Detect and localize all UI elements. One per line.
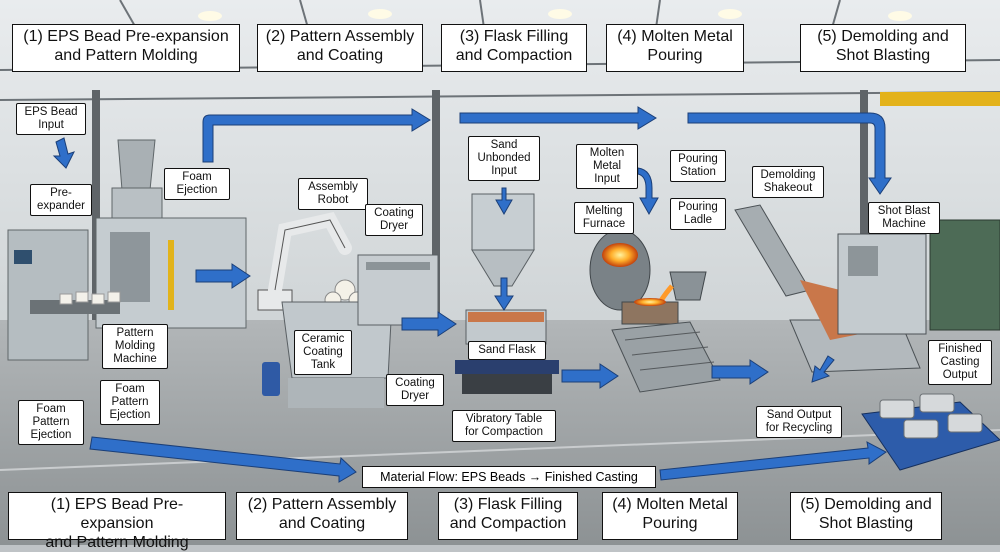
label-sand-flask: Sand Flask — [468, 341, 546, 360]
stage-label-bottom-4: (4) Molten Metal Pouring — [602, 492, 738, 540]
label-pattern-molding-machine: Pattern Molding Machine — [102, 324, 168, 369]
arrow-molding-to-robot — [195, 263, 251, 289]
label-shot-blast-machine: Shot Blast Machine — [868, 202, 940, 234]
arrow-sand-input — [495, 187, 513, 216]
green-machine — [929, 219, 1000, 331]
sand-hopper — [471, 193, 535, 287]
arrow-sand-output — [811, 355, 835, 383]
label-foam-ejection: Foam Ejection — [164, 168, 230, 200]
label-finished-casting-output: Finished Casting Output — [928, 340, 992, 385]
arrow-bottom-left — [89, 436, 357, 483]
arrow-flask-to-pour — [561, 363, 619, 389]
label-sand-output: Sand Output for Recycling — [756, 406, 842, 438]
label-pouring-station: Pouring Station — [670, 150, 726, 182]
melting-furnace-shape — [589, 229, 651, 311]
stage-label-bottom-1: (1) EPS Bead Pre-expansion and Pattern M… — [8, 492, 226, 551]
flow-arrows — [52, 106, 892, 483]
arrow-top-2 — [459, 106, 657, 130]
label-eps-bead-input: EPS Bead Input — [16, 103, 86, 135]
mold-with-molten — [621, 298, 679, 325]
stage-label-top-5: (5) Demolding and Shot Blasting — [800, 24, 966, 72]
arrow-molten-input — [637, 167, 659, 216]
arrow-top-1 — [202, 108, 431, 163]
coating-dryer-shape — [357, 254, 439, 326]
label-demolding-shakeout: Demolding Shakeout — [752, 166, 824, 198]
barrel — [262, 362, 280, 396]
crane-beam — [880, 92, 1000, 106]
stage-label-top-2: (2) Pattern Assembly and Coating — [257, 24, 423, 72]
label-sand-unbonded-input: Sand Unbonded Input — [468, 136, 540, 181]
label-assembly-robot: Assembly Robot — [298, 178, 368, 210]
arrow-pour-to-shakeout — [711, 359, 769, 385]
label-pouring-ladle: Pouring Ladle — [670, 198, 726, 230]
arrow-eps-input — [52, 137, 75, 169]
label-ceramic-coating-tank: Ceramic Coating Tank — [294, 330, 352, 375]
label-melting-furnace: Melting Furnace — [574, 202, 634, 234]
label-coating-dryer-top: Coating Dryer — [365, 204, 423, 236]
label-foam-pattern-ejection-mid: Foam Pattern Ejection — [100, 380, 160, 425]
label-molten-metal-input: Molten Metal Input — [576, 144, 638, 189]
vibratory-table-shape — [455, 360, 559, 394]
material-flow-label: Material Flow: EPS Beads → Finished Cast… — [362, 466, 656, 488]
arrow-hopper-to-flask — [494, 277, 514, 311]
foam-patterns-left — [59, 291, 121, 305]
stage-label-top-3: (3) Flask Filling and Compaction — [441, 24, 587, 72]
stage-label-top-4: (4) Molten Metal Pouring — [606, 24, 744, 72]
stage-label-bottom-5: (5) Demolding and Shot Blasting — [790, 492, 942, 540]
label-vibratory-table: Vibratory Table for Compaction — [452, 410, 556, 442]
arrow-top-3 — [687, 112, 892, 195]
arrow-bottom-right — [659, 441, 887, 481]
label-foam-pattern-ejection-left: Foam Pattern Ejection — [18, 400, 84, 445]
ceiling-lights — [198, 9, 912, 21]
finished-castings — [879, 393, 983, 439]
stage-label-bottom-2: (2) Pattern Assembly and Coating — [236, 492, 408, 540]
stage-label-bottom-3: (3) Flask Filling and Compaction — [438, 492, 578, 540]
arrow-dryer-to-flask — [401, 311, 457, 337]
columns — [92, 90, 868, 330]
label-pre-expander: Pre- expander — [30, 184, 92, 216]
sand-flask-shape — [465, 309, 547, 345]
label-coating-dryer-bottom: Coating Dryer — [386, 374, 444, 406]
roller-conveyor — [611, 321, 721, 393]
shot-blast-machine-shape — [837, 233, 927, 335]
stage-label-top-1: (1) EPS Bead Pre-expansion and Pattern M… — [12, 24, 240, 72]
